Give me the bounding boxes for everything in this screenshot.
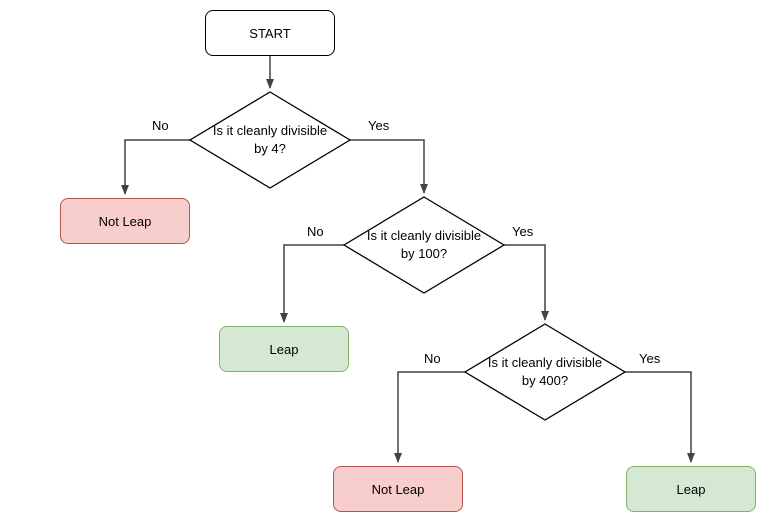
decision-divisible-by-100-label: Is it cleanly divisible by 100? <box>366 228 482 261</box>
start-node-label: START <box>249 25 291 41</box>
decision-divisible-by-4-label: Is it cleanly divisible by 4? <box>212 123 328 156</box>
edge-d100-yes <box>504 244 549 321</box>
decision-divisible-by-4-shape <box>188 91 352 189</box>
start-node: START <box>205 10 335 56</box>
decision-divisible-by-400-label: Is it cleanly divisible by 400? <box>487 355 603 388</box>
edge-label-d4-yes: Yes <box>366 118 392 133</box>
edge-label-d400-no: No <box>422 351 443 366</box>
edge-label-d4-no: No <box>150 118 171 133</box>
not-leap-node-1-label: Not Leap <box>98 213 152 229</box>
edge-label-d100-no: No <box>305 224 326 239</box>
leap-node-1-label: Leap <box>269 341 299 357</box>
edge-d400-no <box>394 371 465 463</box>
decision-divisible-by-400-shape <box>463 323 627 421</box>
edge-d400-yes <box>625 371 695 463</box>
leap-node-2: Leap <box>626 466 756 512</box>
not-leap-node-2: Not Leap <box>333 466 463 512</box>
leap-node-2-label: Leap <box>676 481 706 497</box>
edge-d100-no <box>280 244 344 323</box>
edge-d4-yes <box>350 139 428 194</box>
leap-node-1: Leap <box>219 326 349 372</box>
decision-divisible-by-100-shape <box>342 196 506 294</box>
edge-label-d100-yes: Yes <box>510 224 536 239</box>
not-leap-node-1: Not Leap <box>60 198 190 244</box>
edge-label-d400-yes: Yes <box>637 351 663 366</box>
not-leap-node-2-label: Not Leap <box>371 481 425 497</box>
edge-d4-no <box>121 139 190 195</box>
